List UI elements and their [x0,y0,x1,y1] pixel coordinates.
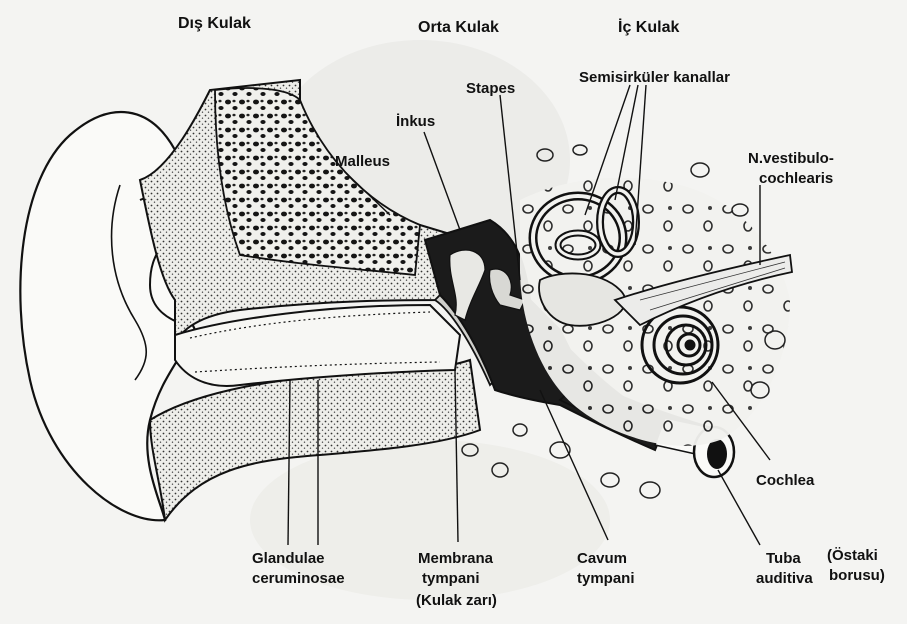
label-nerve-line1: N.vestibulo- [748,150,834,167]
label-tuba-line2: auditiva [756,570,813,587]
label-cochlea: Cochlea [756,472,815,489]
label-tuba-line1: Tuba [766,550,801,567]
label-membrana-line1: Membrana [418,550,494,567]
header-inner-ear: İç Kulak [618,18,679,36]
label-cavum-line2: tympani [577,570,635,587]
label-cavum-line1: Cavum [577,550,627,567]
label-ostaki-line2: borusu) [829,567,885,584]
header-middle-ear: Orta Kulak [418,19,499,36]
label-nerve-line2: cochlearis [759,170,833,187]
label-semicircular-canals: Semisirküler kanallar [579,69,730,86]
label-glandulae-line1: Glandulae [252,550,325,567]
label-malleus: Malleus [335,153,390,170]
header-outer-ear: Dış Kulak [178,15,251,32]
label-membrana-line2: tympani [422,570,480,587]
label-stapes: Stapes [466,80,515,97]
label-membrana-line3: (Kulak zarı) [416,592,497,609]
label-incus: İnkus [396,113,435,130]
label-ostaki-line1: (Östaki [827,547,878,564]
label-glandulae-line2: ceruminosae [252,570,345,587]
